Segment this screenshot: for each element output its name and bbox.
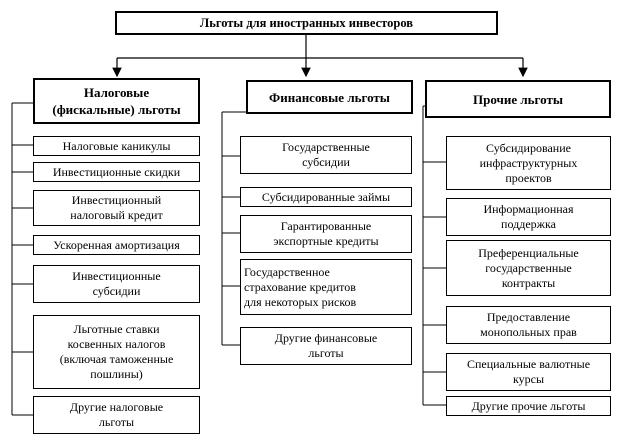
tax-item-box: Налоговые каникулы xyxy=(33,136,200,156)
tax-item-label: Льготные ставки косвенных налогов (включ… xyxy=(59,322,174,381)
finance-item-label: Другие финансовые льготы xyxy=(274,331,378,360)
tax-item-label: Инвестиционные скидки xyxy=(52,164,181,179)
other-item-label: Специальные валютные курсы xyxy=(466,357,591,386)
other-item-box: Другие прочие льготы xyxy=(446,396,611,416)
tax-item-box: Ускоренная амортизация xyxy=(33,235,200,255)
other-item-label: Субсидирование инфраструктурных проектов xyxy=(479,140,578,185)
other-item-box: Субсидирование инфраструктурных проектов xyxy=(446,136,611,190)
finance-item-label: Гарантированные экспортные кредиты xyxy=(273,219,379,248)
other-item-box: Преференциальные государственные контрак… xyxy=(446,240,611,296)
category-finance-box: Финансовые льготы xyxy=(246,80,413,114)
root-title: Льготы для иностранных инвесторов xyxy=(199,15,414,30)
tax-item-box: Инвестиционные субсидии xyxy=(33,265,200,303)
tax-item-box: Другие налоговые льготы xyxy=(33,396,200,434)
other-item-box: Специальные валютные курсы xyxy=(446,353,611,391)
finance-item-label: Государственные субсидии xyxy=(282,140,370,169)
tax-item-label: Инвестиционный налоговый кредит xyxy=(70,193,163,222)
finance-item-label: Субсидированные займы xyxy=(261,189,391,204)
tax-item-label: Другие налоговые льготы xyxy=(69,400,164,429)
tax-item-box: Инвестиционный налоговый кредит xyxy=(33,190,200,226)
other-item-box: Предоставление монопольных прав xyxy=(446,306,611,344)
tax-item-label: Инвестиционные субсидии xyxy=(72,269,161,298)
category-tax-box: Налоговые (фискальные) льготы xyxy=(33,78,200,124)
tax-item-label: Налоговые каникулы xyxy=(62,138,171,153)
finance-item-box: Государственные субсидии xyxy=(240,136,412,174)
root-title-box: Льготы для иностранных инвесторов xyxy=(115,11,498,35)
category-finance-title: Финансовые льготы xyxy=(269,89,390,105)
other-item-label: Информационная поддержка xyxy=(483,202,574,231)
finance-item-box: Гарантированные экспортные кредиты xyxy=(240,215,412,253)
category-other-title: Прочие льготы xyxy=(473,91,563,107)
finance-item-box: Субсидированные займы xyxy=(240,187,412,207)
category-other-box: Прочие льготы xyxy=(425,80,611,118)
finance-item-box: Другие финансовые льготы xyxy=(240,327,412,365)
tax-item-box: Инвестиционные скидки xyxy=(33,162,200,182)
other-item-label: Другие прочие льготы xyxy=(471,398,586,413)
finance-item-label: Государственное страхование кредитов для… xyxy=(244,264,357,309)
other-item-box: Информационная поддержка xyxy=(446,198,611,236)
category-tax-title: Налоговые (фискальные) льготы xyxy=(52,85,181,117)
tax-item-box: Льготные ставки косвенных налогов (включ… xyxy=(33,315,200,389)
other-item-label: Преференциальные государственные контрак… xyxy=(478,245,579,290)
other-item-label: Предоставление монопольных прав xyxy=(480,310,577,339)
tax-item-label: Ускоренная амортизация xyxy=(53,237,180,252)
finance-item-box: Государственное страхование кредитов для… xyxy=(240,259,412,315)
